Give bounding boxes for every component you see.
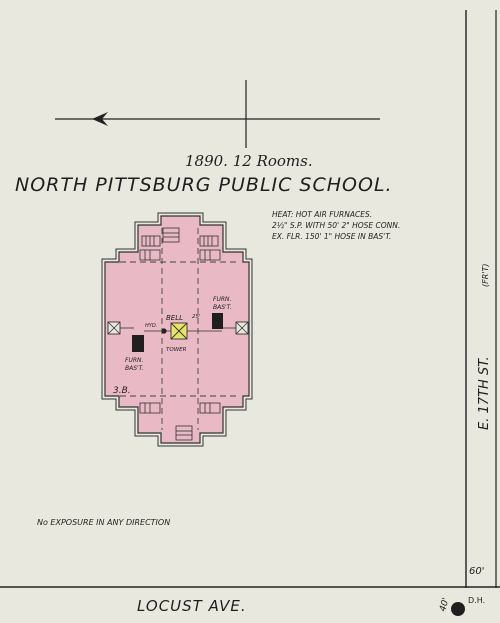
building-name-label: NORTH PITTSBURG PUBLIC SCHOOL.	[15, 174, 393, 196]
furnace-right-icon	[212, 313, 223, 329]
heat-note-line1: HEAT: HOT AIR FURNACES.	[272, 210, 372, 219]
exposure-note: No EXPOSURE IN ANY DIRECTION	[37, 518, 170, 527]
furnace-left-icon	[132, 335, 144, 352]
tower-label: TOWER	[166, 347, 187, 353]
furn-bast-right-line2: BAS'T.	[213, 304, 232, 311]
furn-bast-left-line1: FURN.	[125, 357, 144, 364]
locust-avenue: LOCUST AVE. 40'	[0, 586, 500, 615]
street-width-40: 40'	[438, 597, 451, 613]
bell-tower-icon	[170, 322, 188, 340]
furn-bast-right-line1: FURN.	[213, 296, 232, 303]
east-street-label: E. 17TH ST.	[477, 356, 492, 430]
stories-label: 3.B.	[113, 386, 131, 396]
street-width-60: 60'	[469, 566, 484, 577]
school-building	[101, 212, 253, 447]
east-17th-street: E. 17TH ST. (FR'T) 60'	[465, 10, 497, 588]
hyd-label: HYD.	[145, 323, 157, 329]
east-street-old-label: (FR'T)	[481, 264, 490, 288]
dimension-25-label: 25'	[192, 314, 201, 320]
heat-note-line3: EX. FLR. 150' 1" HOSE IN BAS'T.	[272, 232, 391, 241]
year-rooms-label: 1890. 12 Rooms.	[185, 152, 313, 170]
heat-note-line2: 2½" S.P. WITH 50' 2" HOSE CONN.	[272, 221, 400, 230]
bell-label: BELL	[166, 314, 183, 322]
dh-label: D.H.	[468, 596, 485, 605]
furn-bast-left-line2: BAS'T.	[125, 365, 144, 372]
dh-marker-icon	[451, 602, 465, 616]
north-arrow-icon	[55, 80, 380, 148]
south-street-label: LOCUST AVE.	[137, 597, 247, 615]
